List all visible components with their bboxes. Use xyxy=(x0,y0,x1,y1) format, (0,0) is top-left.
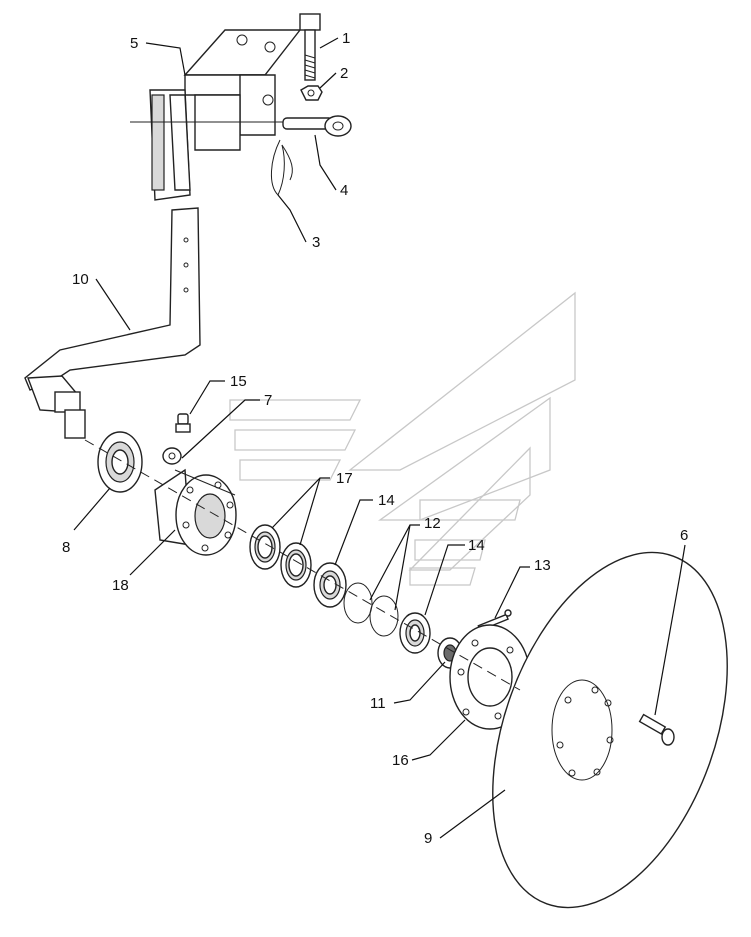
bolt xyxy=(299,13,321,81)
callout-9: 9 xyxy=(424,830,432,847)
seal-ring-b xyxy=(280,542,312,588)
callout-17: 17 xyxy=(336,470,353,487)
mounting-bracket xyxy=(130,29,302,201)
callout-8: 8 xyxy=(62,539,70,556)
callout-16: 16 xyxy=(392,752,409,769)
callout-10: 10 xyxy=(72,271,89,288)
callout-2: 2 xyxy=(340,65,348,82)
callout-15: 15 xyxy=(230,373,247,390)
callout-14a: 14 xyxy=(378,492,395,509)
callout-13: 13 xyxy=(534,557,551,574)
nut xyxy=(300,85,323,101)
callout-1: 1 xyxy=(342,30,350,47)
callout-11: 11 xyxy=(370,695,386,712)
hub-nut xyxy=(162,447,182,465)
bearing-outer xyxy=(399,612,431,654)
seal-ring-a xyxy=(249,524,281,570)
callout-4: 4 xyxy=(340,182,348,199)
callout-6: 6 xyxy=(680,527,688,544)
leader-lines xyxy=(73,37,686,839)
axle-centerline xyxy=(84,439,521,691)
callout-5: 5 xyxy=(130,35,138,52)
callout-7: 7 xyxy=(264,392,272,409)
disc-bolt xyxy=(638,713,675,746)
callout-3: 3 xyxy=(312,234,320,251)
hub xyxy=(154,468,237,556)
pin xyxy=(282,115,352,137)
spring-cotter xyxy=(271,139,293,196)
callout-18: 18 xyxy=(112,577,129,594)
grease-nipple xyxy=(175,413,191,433)
seal xyxy=(97,431,143,493)
callout-14b: 14 xyxy=(468,537,485,554)
snap-ring-b xyxy=(369,595,399,637)
snap-ring-a xyxy=(343,582,373,624)
callout-12: 12 xyxy=(424,515,441,532)
bearing-inner xyxy=(313,562,347,608)
arm xyxy=(24,207,201,439)
watermark-logo xyxy=(229,291,576,586)
